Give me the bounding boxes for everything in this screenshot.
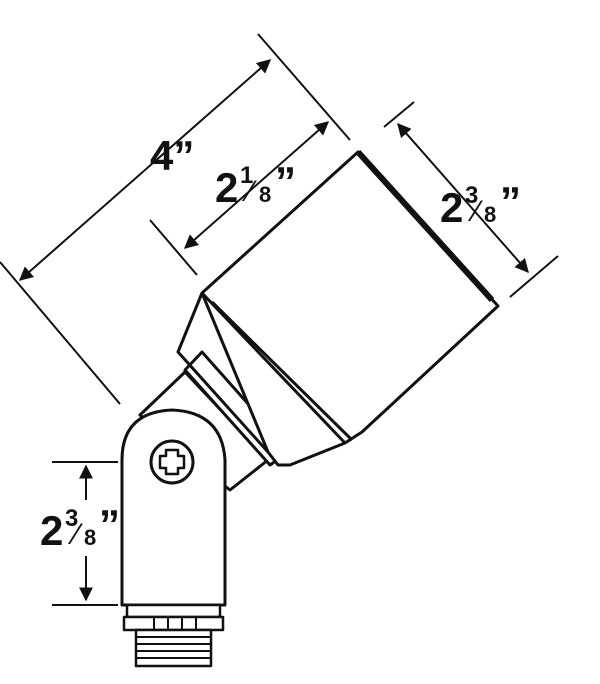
svg-text:”: ” [500, 178, 521, 225]
svg-text:2: 2 [440, 184, 463, 231]
svg-text:2: 2 [40, 507, 63, 554]
svg-text:8: 8 [259, 182, 271, 207]
svg-text:”: ” [275, 158, 296, 205]
fitting-nut [122, 615, 225, 632]
svg-text:3: 3 [465, 182, 478, 209]
barrel-rear-groove-2 [210, 300, 354, 442]
svg-text:3: 3 [65, 505, 78, 532]
ext-line-diameter-top [383, 101, 415, 128]
ext-line-overall-front [257, 33, 351, 141]
mount-bracket [120, 408, 227, 607]
label-overall-length: 4” [150, 132, 194, 179]
fitting-collar [125, 603, 222, 619]
label-mount-height: 2 3 ⁄ 8 ” [40, 501, 120, 554]
adjust-screw-icon [149, 439, 195, 485]
dimension-lines [0, 33, 559, 606]
barrel-rear-groove [200, 291, 347, 445]
label-barrel-length: 2 1 ⁄ 8 ” [215, 158, 296, 211]
ext-line-overall-rear [0, 261, 121, 405]
svg-text:8: 8 [484, 202, 496, 227]
ext-line-barrel-rear [149, 219, 198, 276]
fitting-threads [134, 628, 213, 668]
dim-arrow-barrel-diameter [397, 122, 529, 274]
svg-text:2: 2 [215, 164, 238, 211]
ext-line-diameter-bottom [509, 255, 559, 298]
svg-text:1: 1 [240, 162, 253, 189]
svg-text:8: 8 [84, 525, 96, 550]
dim-arrow-overall [18, 59, 272, 281]
dim-arrow-barrel-length [183, 121, 330, 249]
label-barrel-diameter: 2 3 ⁄ 8 ” [440, 178, 521, 231]
barrel-rear-bevel [176, 292, 270, 454]
svg-text:”: ” [99, 501, 120, 548]
